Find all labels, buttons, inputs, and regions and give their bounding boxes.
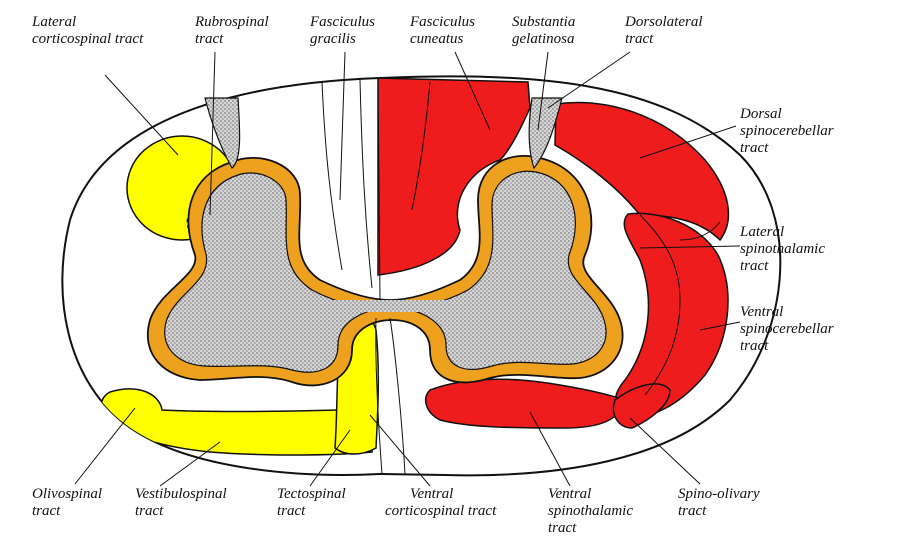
label-lateral-spinothalamic: Lateral spinothalamic tract <box>739 224 829 274</box>
leader-lateral-spinothalamic <box>639 245 741 249</box>
substantia-gelatinosa-right <box>528 97 563 170</box>
leader-cuneatus <box>454 51 491 131</box>
leader-dorsal-spinocerebellar <box>639 125 737 159</box>
leader-olivospinal <box>74 407 136 485</box>
red-divider <box>639 214 681 396</box>
leader-ventral-spinocerebellar <box>699 321 741 331</box>
label-vestibulospinal: Vestibulospinal tract <box>135 486 230 519</box>
spino-olivary-region <box>612 383 671 429</box>
dorsal-median-septum <box>377 77 381 301</box>
label-substantia-gelatinosa: Substantia gelatinosa <box>512 14 579 47</box>
label-ventral-corticospinal: Ventral corticospinal tract <box>385 486 497 519</box>
label-ventral-spinothalamic: Ventral spinothalamic tract <box>548 486 637 536</box>
ventral-spinothalamic-region <box>424 378 626 429</box>
label-rubrospinal: Rubrospinal tract <box>194 14 272 47</box>
leader-gracilis <box>339 51 346 201</box>
leader-vestibulospinal <box>159 441 221 487</box>
fasciculus-region <box>377 77 531 276</box>
label-olivospinal: Olivospinal tract <box>32 486 106 519</box>
label-fasciculus-gracilis: Fasciculus gracilis <box>309 14 379 47</box>
leader-ventral-corticospinal <box>369 414 431 487</box>
leader-rubrospinal <box>209 51 216 216</box>
label-dorsal-spinocerebellar: Dorsal spinocerebellar tract <box>739 106 837 156</box>
leader-tectospinal <box>309 429 351 487</box>
ventral-median-fissure <box>375 317 383 475</box>
septum-line-left <box>321 81 343 271</box>
leader-ventral-spinothalamic <box>529 411 571 487</box>
leader-lateral-corticospinal <box>104 74 179 156</box>
label-ventral-spinocerebellar: Ventral spinocerebellar tract <box>740 304 837 354</box>
leader-substantia <box>537 51 549 131</box>
septum-line-mid <box>359 79 373 289</box>
label-tectospinal: Tectospinal tract <box>277 486 349 519</box>
red-divider-2 <box>679 221 721 241</box>
label-dorsolateral: Dorsolateral tract <box>624 14 706 47</box>
label-fasciculus-cuneatus: Fasciculus cuneatus <box>409 14 479 47</box>
gracilis-cuneatus-line <box>411 81 431 211</box>
label-spino-olivary: Spino-olivary tract <box>678 486 763 519</box>
dorsal-spinocerebellar-region <box>554 101 730 242</box>
label-lateral-corticospinal: Lateral corticospinal tract <box>31 14 144 47</box>
leader-dorsolateral <box>547 51 631 109</box>
leader-spino-olivary <box>629 417 701 485</box>
